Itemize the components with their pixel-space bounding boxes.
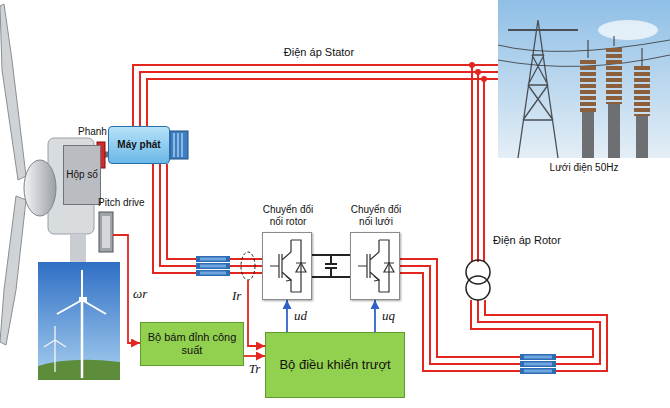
tower [70, 234, 86, 264]
part-label: Pitch drive [98, 197, 145, 209]
grid-photo-node: Lưới điện 50Hz [498, 0, 670, 158]
generator-windings [170, 131, 188, 159]
current-sensor [241, 252, 255, 280]
grid-photo [498, 0, 670, 158]
converter-box: Chuyển đổi nối rotor [262, 232, 312, 300]
generator-box: Máy phát [108, 126, 170, 164]
dc-link [312, 266, 350, 267]
stator-line [140, 72, 498, 126]
node-caption: Lưới điện 50Hz [498, 162, 670, 174]
turbine-blades [0, 4, 26, 345]
edge-label: Tr [247, 361, 263, 377]
connector-stroke [312, 256, 350, 276]
connector-stroke [312, 254, 350, 278]
connector-stroke [286, 300, 288, 332]
node-caption: Chuyển đổi nối rotor [258, 204, 318, 228]
signal-arrow [287, 300, 288, 332]
controller-box: Bộ điều khiển trượt [265, 332, 405, 398]
edge-label: Điện áp Stator [282, 46, 356, 59]
node-label: Hộp số [66, 169, 98, 181]
node-label: Bộ điều khiển trượt [279, 357, 390, 373]
grid-filter [520, 354, 556, 374]
node-label: Bộ bám đỉnh công suất [141, 331, 243, 357]
pitch-drive-symbol [99, 212, 113, 252]
connector-stroke [374, 300, 376, 332]
rotor-filter [196, 256, 230, 276]
part-label: Điện áp Rotor [493, 234, 561, 247]
edge-label: ud [292, 308, 309, 324]
igbt-symbol [262, 232, 312, 300]
connector-stroke [140, 72, 498, 126]
converter-box: Chuyển đổi nối lưới [350, 232, 400, 300]
signal-arrow [244, 356, 265, 357]
connector-stroke [160, 164, 262, 266]
grid-side-wire [400, 266, 600, 364]
controller-box: Bộ bám đỉnh công suất [140, 322, 244, 366]
part-label: Phanh [78, 126, 107, 138]
stator-tap-wires [469, 62, 487, 262]
signal-name: ωr [133, 286, 147, 302]
edge-label: uq [380, 308, 397, 324]
signal-arrow [375, 300, 376, 332]
connector-stroke [160, 164, 262, 266]
rotor-line [160, 164, 262, 266]
node-caption: Chuyển đổi nối lưới [346, 204, 406, 228]
connector-stroke [244, 355, 265, 357]
turbine-photo [38, 262, 120, 380]
igbt-symbol [350, 232, 400, 300]
connector-stroke [160, 164, 262, 266]
connector-stroke [140, 72, 498, 126]
connector-stroke [140, 72, 498, 126]
rotor-hub [24, 160, 56, 216]
signal-name: Ir [232, 288, 241, 304]
transformer-symbol [466, 260, 490, 300]
node-label: Máy phát [117, 139, 160, 151]
dc-capacitor [325, 256, 337, 276]
gearbox-box: Hộp số [63, 145, 101, 205]
